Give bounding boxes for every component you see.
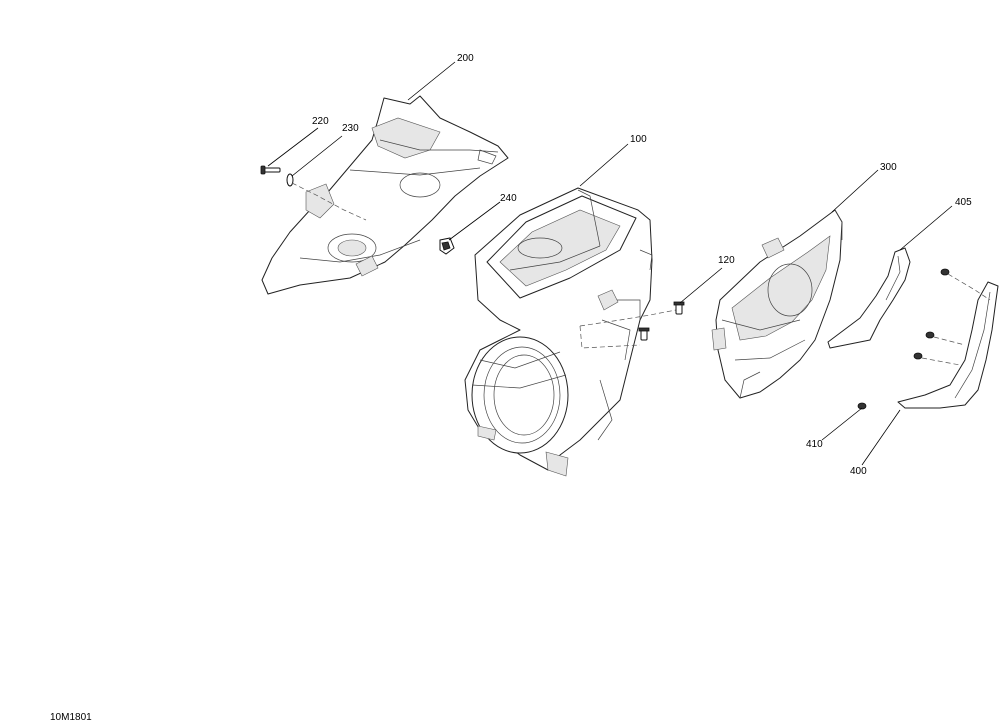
callout-240: 240 [500, 193, 517, 204]
part-300-duct [711, 209, 843, 399]
callout-300: 300 [880, 162, 897, 173]
part-240-clip [439, 237, 455, 255]
callout-labels: 200 220 230 240 100 120 300 405 410 400 [312, 53, 972, 477]
part-400-trim [897, 281, 999, 409]
part-410-fastener [857, 268, 950, 410]
callout-400: 400 [850, 466, 867, 477]
part-405-trim [827, 247, 911, 349]
callout-100: 100 [630, 134, 647, 145]
callout-405: 405 [955, 197, 972, 208]
part-220-screw [260, 165, 281, 175]
callout-220: 220 [312, 116, 329, 127]
part-120-fastener [673, 301, 685, 315]
part-200-cover [261, 95, 509, 295]
callout-230: 230 [342, 123, 359, 134]
callout-410: 410 [806, 439, 823, 450]
drawing-id: 10M1801 [50, 712, 92, 723]
callout-120: 120 [718, 255, 735, 266]
callout-200: 200 [457, 53, 474, 64]
leader-lines [267, 61, 953, 466]
part-230-washer [286, 173, 294, 187]
part-100-housing [464, 187, 653, 477]
part-120-fastener-b [638, 327, 650, 341]
